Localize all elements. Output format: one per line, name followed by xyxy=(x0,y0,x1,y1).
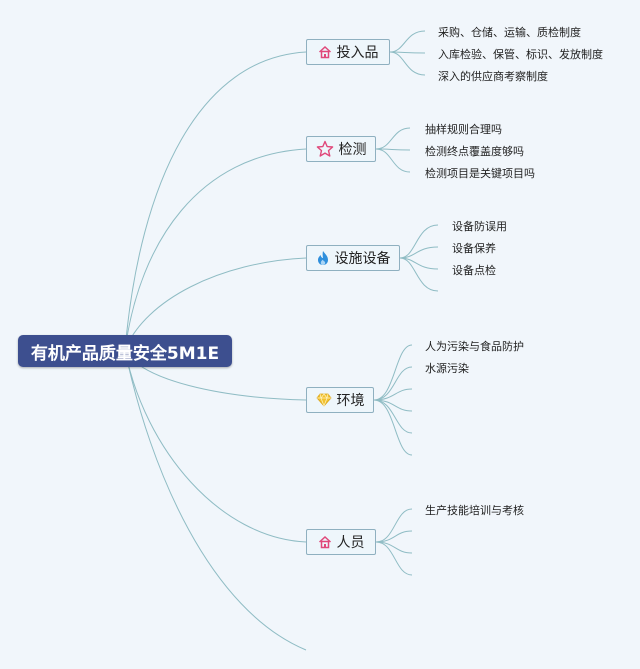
leaf-item[interactable]: 入库检验、保管、标识、发放制度 xyxy=(438,48,603,61)
gem-icon xyxy=(315,393,332,407)
leaf-item[interactable]: 设备保养 xyxy=(452,242,496,255)
flame-icon xyxy=(317,251,328,265)
star-icon xyxy=(316,140,333,157)
root-topic[interactable]: 有机产品质量安全5M1E xyxy=(18,335,232,367)
house-icon xyxy=(318,535,331,549)
branch-label: 设施设备 xyxy=(334,251,391,267)
branch-facilities[interactable]: 设施设备 xyxy=(306,245,400,271)
branch-personnel[interactable]: 人员 xyxy=(306,529,376,555)
leaf-item[interactable]: 生产技能培训与考核 xyxy=(425,504,524,517)
branch-label: 人员 xyxy=(336,535,365,551)
leaf-item[interactable]: 设备防误用 xyxy=(452,220,507,233)
leaf-item[interactable]: 人为污染与食品防护 xyxy=(425,340,524,353)
leaf-item[interactable]: 深入的供应商考察制度 xyxy=(438,70,548,83)
leaf-item[interactable]: 设备点检 xyxy=(452,264,496,277)
leaf-item[interactable]: 检测终点覆盖度够吗 xyxy=(425,145,524,158)
root-topic-label: 有机产品质量安全5M1E xyxy=(30,343,220,364)
branch-label: 投入品 xyxy=(336,45,379,61)
leaf-item[interactable]: 检测项目是关键项目吗 xyxy=(425,167,535,180)
leaf-item[interactable]: 水源污染 xyxy=(425,362,469,375)
leaf-item[interactable]: 采购、仓储、运输、质检制度 xyxy=(438,26,581,39)
branch-label: 环境 xyxy=(336,393,365,409)
branch-inputs[interactable]: 投入品 xyxy=(306,39,390,65)
branch-label: 检测 xyxy=(338,142,367,158)
leaf-item[interactable]: 抽样规则合理吗 xyxy=(425,123,502,136)
branch-environment[interactable]: 环境 xyxy=(306,387,374,413)
house-icon xyxy=(318,45,331,59)
branch-inspection[interactable]: 检测 xyxy=(306,136,376,162)
